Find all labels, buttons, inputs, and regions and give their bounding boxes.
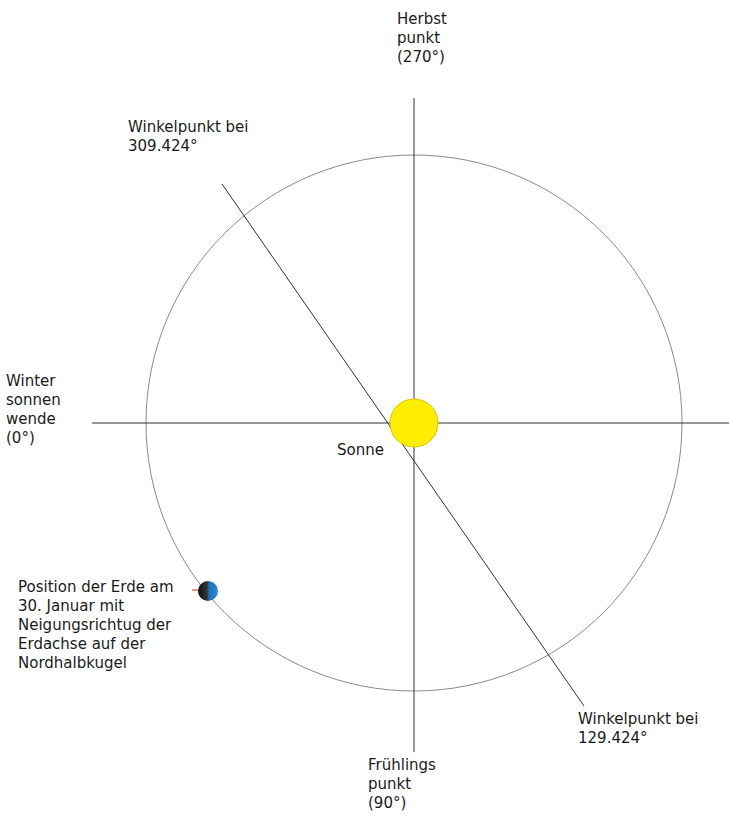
earth-label: Position der Erde am 30. Januar mit Neig… <box>18 578 190 673</box>
sun-symbol <box>390 399 438 447</box>
leader-line <box>192 590 199 591</box>
sun-label: Sonne <box>337 441 384 460</box>
angle-label: Winkelpunkt bei 309.424° <box>128 118 253 156</box>
axis-label: Herbst punkt (270°) <box>397 10 447 67</box>
axis-line <box>222 184 584 706</box>
axis-label: Winter sonnen wende (0°) <box>6 372 61 448</box>
earth-symbol <box>198 581 218 601</box>
axis-label: Frühlings punkt (90°) <box>368 756 436 813</box>
angle-label: Winkelpunkt bei 129.424° <box>578 710 708 748</box>
